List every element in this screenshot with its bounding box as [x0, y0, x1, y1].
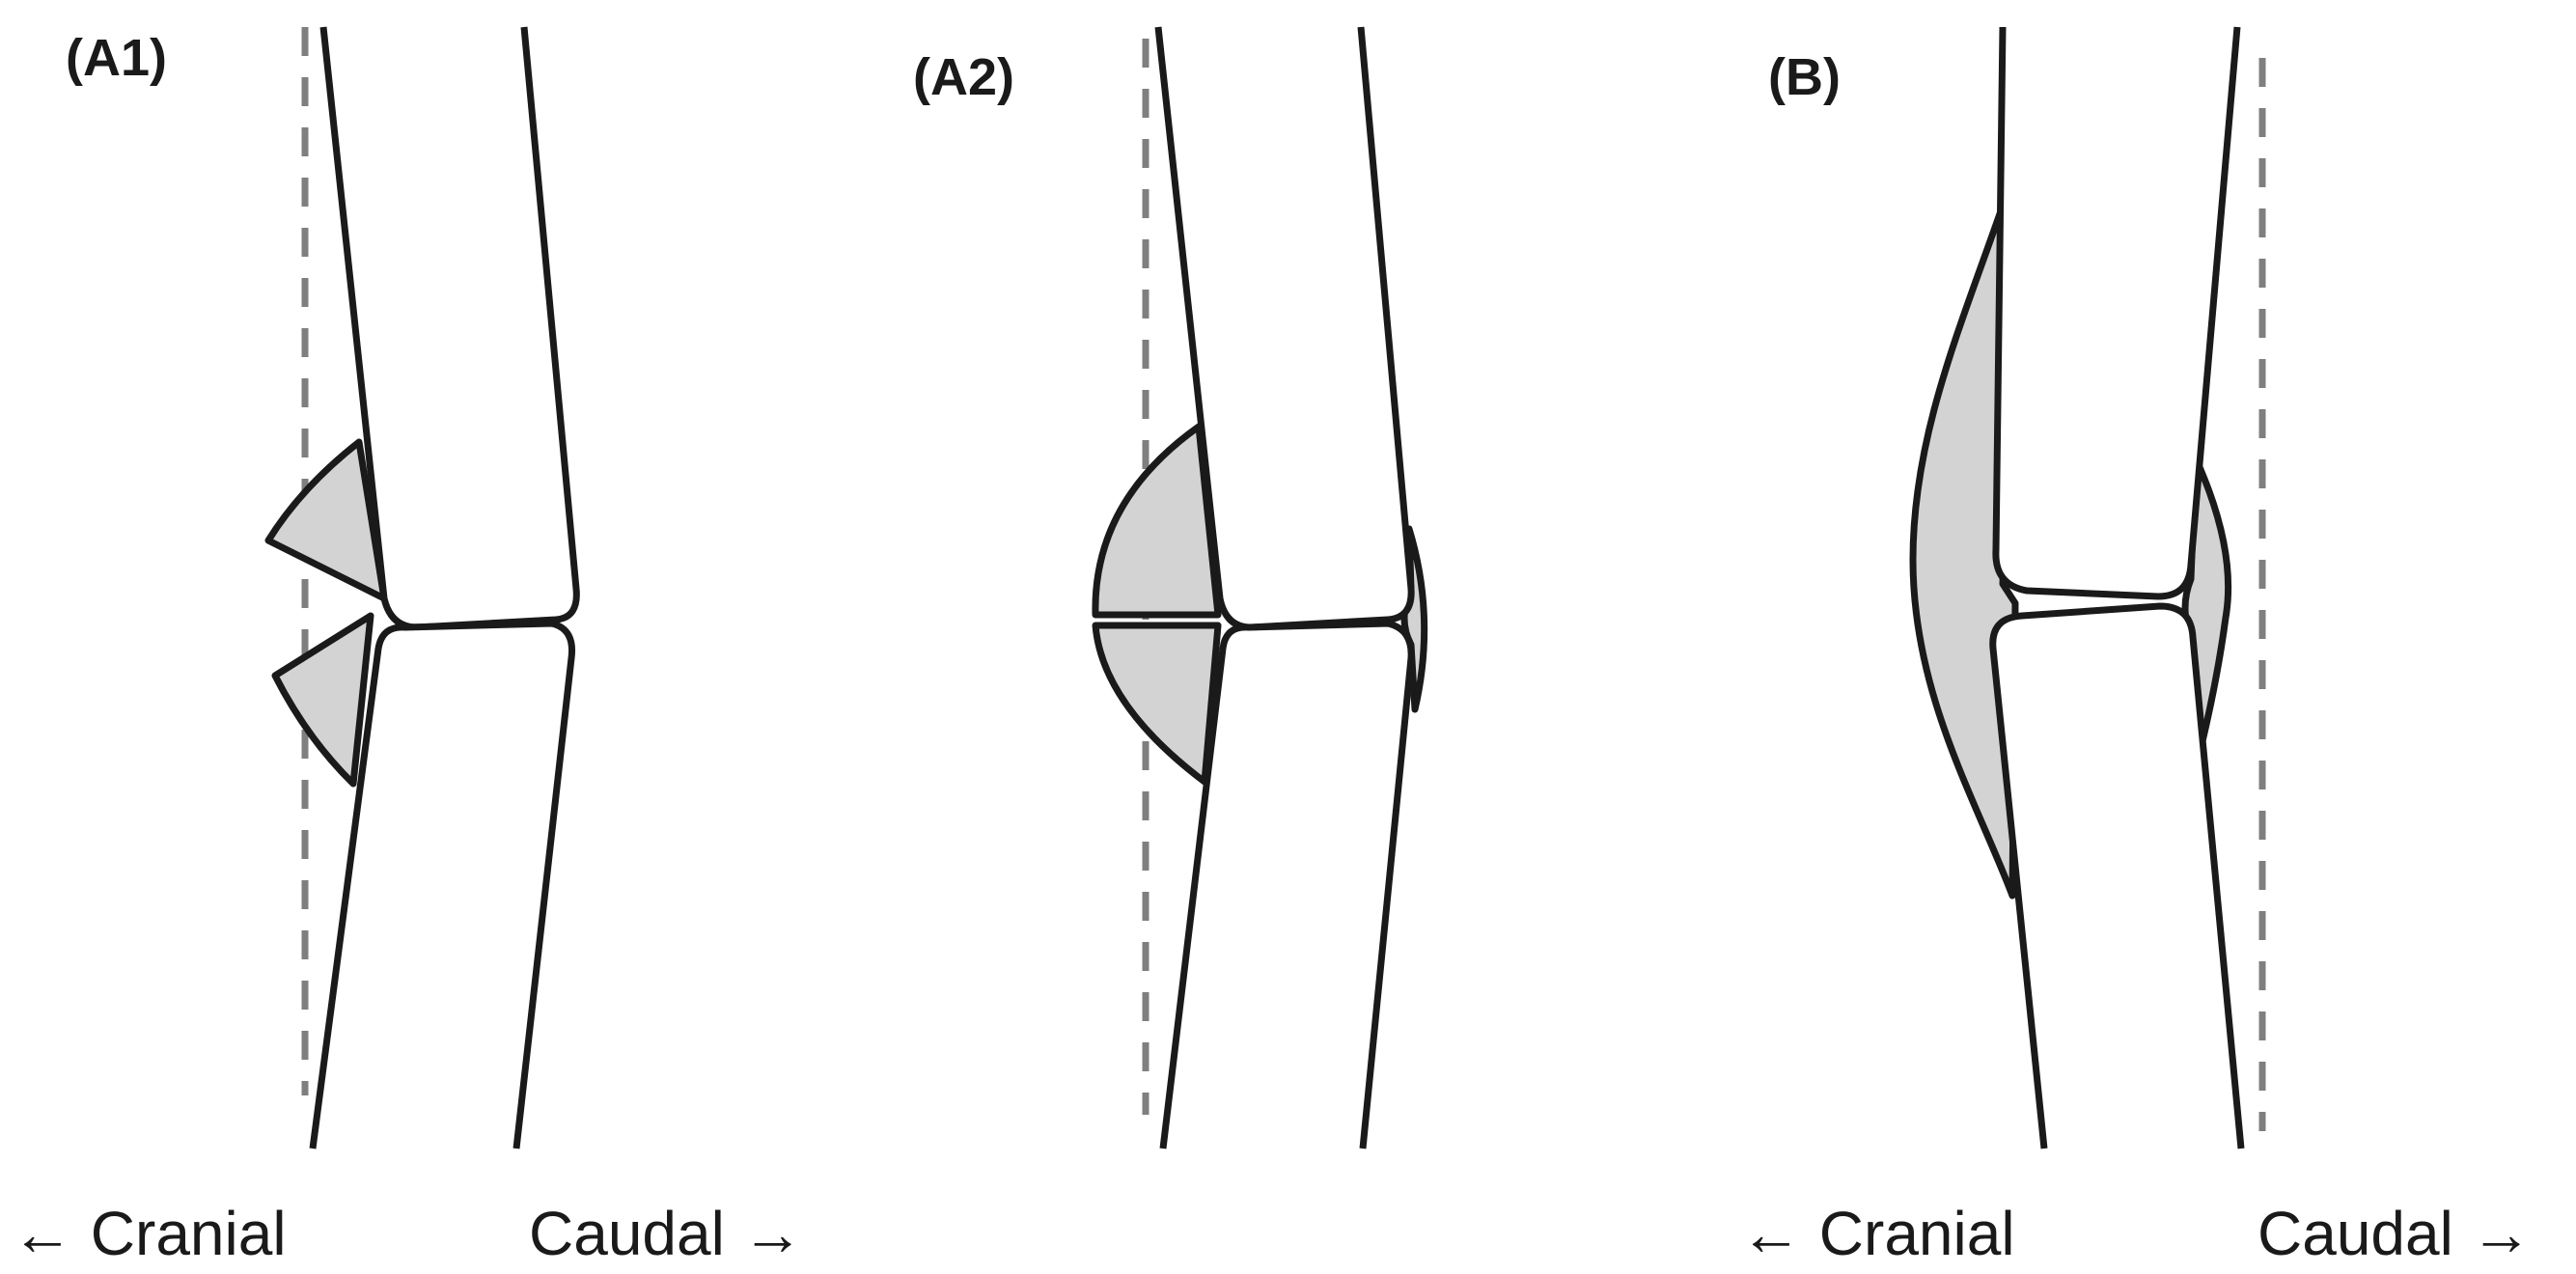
lower-vertebra-b	[1989, 602, 2245, 1149]
direction-label-cranial-right: ← Cranial	[1740, 1199, 2015, 1268]
panel-label-a2: (A2)	[913, 48, 1014, 106]
lower-vertebra-a2	[1159, 620, 1415, 1149]
osteophyte-lower-a1	[271, 612, 374, 788]
panel-label-a1: (A1)	[66, 29, 167, 87]
panel-label-b: (B)	[1768, 48, 1841, 106]
direction-label-caudal-left: Caudal →	[529, 1199, 804, 1268]
direction-label-cranial-left: ← Cranial	[12, 1199, 287, 1268]
upper-vertebra-b	[1992, 26, 2241, 600]
panel-a2: (A2)	[913, 26, 1428, 1149]
osteophyte-upper-a2	[1092, 423, 1222, 619]
direction-label-caudal-right: Caudal →	[2257, 1199, 2533, 1268]
panel-a1: (A1)	[66, 26, 580, 1149]
osteophyte-lower-a2	[1092, 622, 1222, 786]
panel-b: (B)	[1768, 26, 2266, 1149]
lower-vertebra-a1	[309, 620, 576, 1149]
osteophyte-anterior-b	[1909, 165, 2019, 900]
osteophyte-upper-a1	[264, 438, 388, 602]
